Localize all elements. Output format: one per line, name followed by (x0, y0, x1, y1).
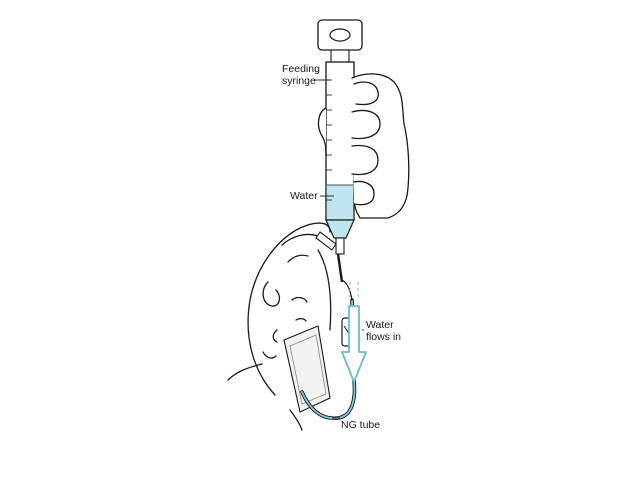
cheek-tape (283, 325, 331, 413)
label-water-flows-line1: Water (366, 319, 394, 331)
label-ng-tube: NG tube (341, 419, 380, 431)
baby-head-illustration (227, 222, 332, 431)
label-water: Water (290, 190, 318, 202)
caregiver-hand (317, 73, 410, 219)
label-feeding-syringe-line2: syringe (282, 75, 316, 87)
water-flow-arrow (341, 282, 367, 383)
label-water-flows-line2: flows in (366, 331, 401, 343)
leader-lines (314, 79, 364, 419)
label-feeding-syringe-line1: Feeding (282, 63, 320, 75)
